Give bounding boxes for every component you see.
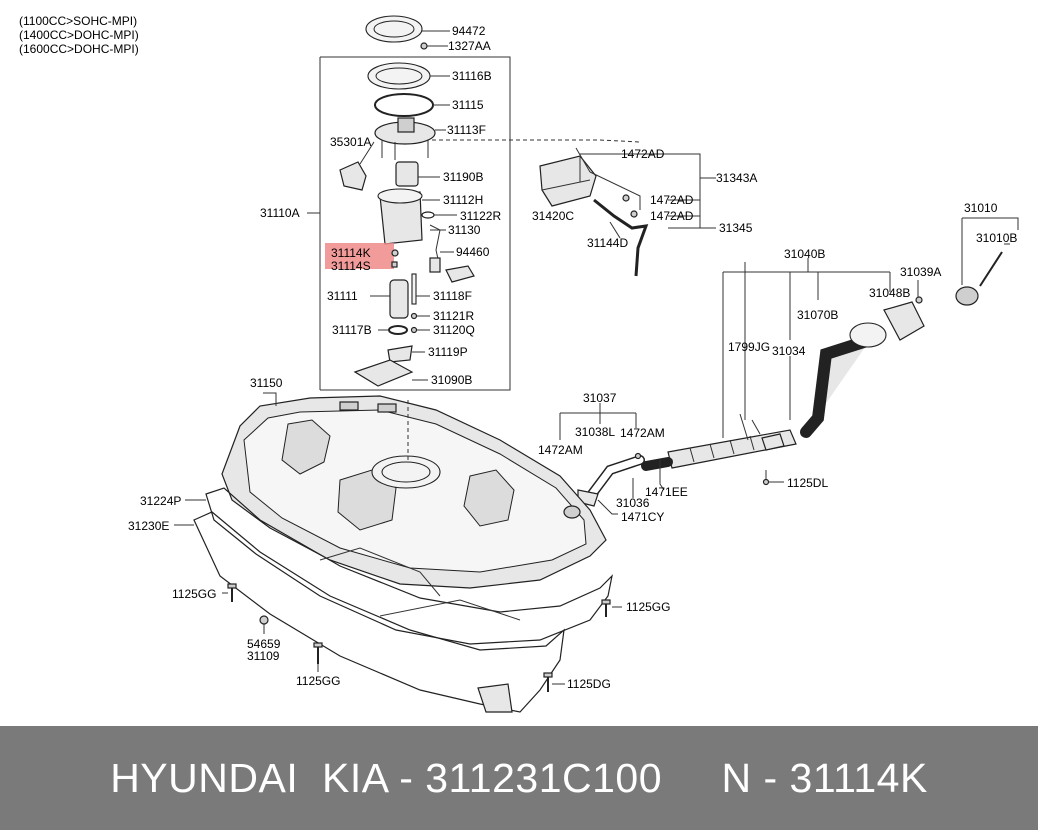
label-31010: 31010 (964, 201, 998, 215)
screw-1125DL (762, 478, 770, 486)
label-1125DG: 1125DG (567, 677, 611, 691)
label-31150: 31150 (250, 376, 283, 390)
part-number-footer: HYUNDAI KIA - 311231C100 N - 31114K (0, 726, 1038, 830)
label-31121R: 31121R (433, 309, 474, 323)
label-1327AA: 1327AA (448, 39, 491, 53)
label-31036: 31036 (616, 496, 650, 510)
engine-variant: (1600CC>DOHC-MPI) (19, 42, 139, 56)
screw-1327AA (420, 42, 428, 50)
label-31090B: 31090B (431, 373, 472, 387)
engine-variant: (1100CC>SOHC-MPI) (19, 14, 138, 28)
oring-31120Q (410, 326, 418, 334)
filter-31190B (395, 161, 419, 187)
label-1125GG: 1125GG (626, 600, 670, 614)
filler-pipe-31070B (800, 334, 876, 438)
diagram-drawing: 94472 1327AA 31116B 31115 31113F 35301A … (128, 15, 1019, 713)
label-31120Q: 31120Q (433, 323, 475, 337)
label-1472AD: 1472AD (650, 209, 694, 223)
label-31010B: 31010B (976, 231, 1017, 245)
filter-31118F (411, 273, 417, 305)
oring-31115 (374, 93, 434, 117)
label-31119P: 31119P (428, 345, 468, 359)
lock-ring-31116B (367, 62, 431, 90)
sender-35301A (339, 161, 367, 191)
label-31110A: 31110A (260, 206, 300, 220)
label-31116B: 31116B (452, 69, 492, 83)
tether-31010B (979, 251, 1003, 287)
connector-94460 (429, 257, 441, 273)
label-31114K: 31114K (331, 246, 371, 260)
pump-opening (371, 455, 441, 489)
label-31037: 31037 (583, 391, 617, 405)
highlight-box-31114K (325, 243, 394, 269)
label-1472AD: 1472AD (621, 147, 665, 161)
label-31420C: 31420C (532, 209, 574, 223)
clip-31119P (387, 345, 413, 363)
label-1799JG: 1799JG (728, 340, 770, 354)
label-31114S: 31114S (331, 259, 371, 273)
label-31345: 31345 (719, 221, 753, 235)
label-1471CY: 1471CY (621, 510, 664, 524)
label-31343A: 31343A (716, 171, 757, 185)
part-31114S (391, 261, 398, 268)
label-31144D: 31144D (587, 236, 628, 250)
label-94460: 94460 (456, 245, 490, 259)
label-31115: 31115 (452, 98, 484, 112)
oring-31121R (410, 312, 418, 320)
label-1125GG: 1125GG (172, 587, 216, 601)
gasket-94472 (365, 15, 423, 43)
screw-31039A (915, 296, 923, 304)
flange-31048B (883, 301, 925, 341)
label-31122R: 31122R (460, 209, 501, 223)
label-31117B: 31117B (332, 323, 372, 337)
plug-54659 (259, 615, 269, 625)
label-1125GG: 1125GG (296, 674, 340, 688)
part-31114K (391, 249, 399, 257)
label-31230E: 31230E (128, 519, 169, 533)
label-1125DL: 1125DL (787, 476, 828, 490)
label-31070B: 31070B (797, 308, 838, 322)
label-31109: 31109 (247, 649, 280, 663)
label-54659: 54659 (247, 637, 281, 651)
fuel-cap-31010 (955, 286, 979, 306)
label-31130: 31130 (448, 223, 481, 237)
label-31224P: 31224P (140, 494, 181, 508)
label-31039A: 31039A (900, 265, 941, 279)
label-1472AM: 1472AM (620, 426, 665, 440)
clip-1799JG (739, 413, 761, 441)
parts-diagram: (1100CC>SOHC-MPI) (1400CC>DOHC-MPI) (160… (19, 14, 1019, 713)
label-31113F: 31113F (447, 123, 486, 137)
pump-assembly-bracket (320, 56, 511, 391)
label-31040B: 31040B (784, 247, 825, 261)
label-31111: 31111 (327, 289, 358, 303)
engine-variant: (1400CC>DOHC-MPI) (19, 28, 139, 42)
label-1471EE: 1471EE (645, 485, 688, 499)
ring-31117B (388, 325, 408, 335)
label-31118F: 31118F (433, 289, 472, 303)
oring-31122R (421, 211, 435, 219)
footer-part-number-text: HYUNDAI KIA - 311231C100 N - 31114K (110, 754, 928, 801)
label-31034: 31034 (772, 344, 806, 358)
hose-31144D (593, 198, 649, 277)
label-1472AM: 1472AM (538, 443, 583, 457)
label-31048B: 31048B (869, 286, 910, 300)
plate-31090B (353, 359, 414, 387)
pump-motor-31111 (389, 279, 409, 319)
label-1472AD: 1472AD (650, 193, 694, 207)
label-31038L: 31038L (575, 425, 615, 439)
engine-variants: (1100CC>SOHC-MPI) (1400CC>DOHC-MPI) (160… (19, 14, 139, 56)
heat-shield-31230E (193, 511, 565, 713)
label-31190B: 31190B (443, 170, 483, 184)
label-94472: 94472 (452, 24, 486, 38)
label-31112H: 31112H (443, 193, 483, 207)
label-35301A: 35301A (330, 135, 371, 149)
